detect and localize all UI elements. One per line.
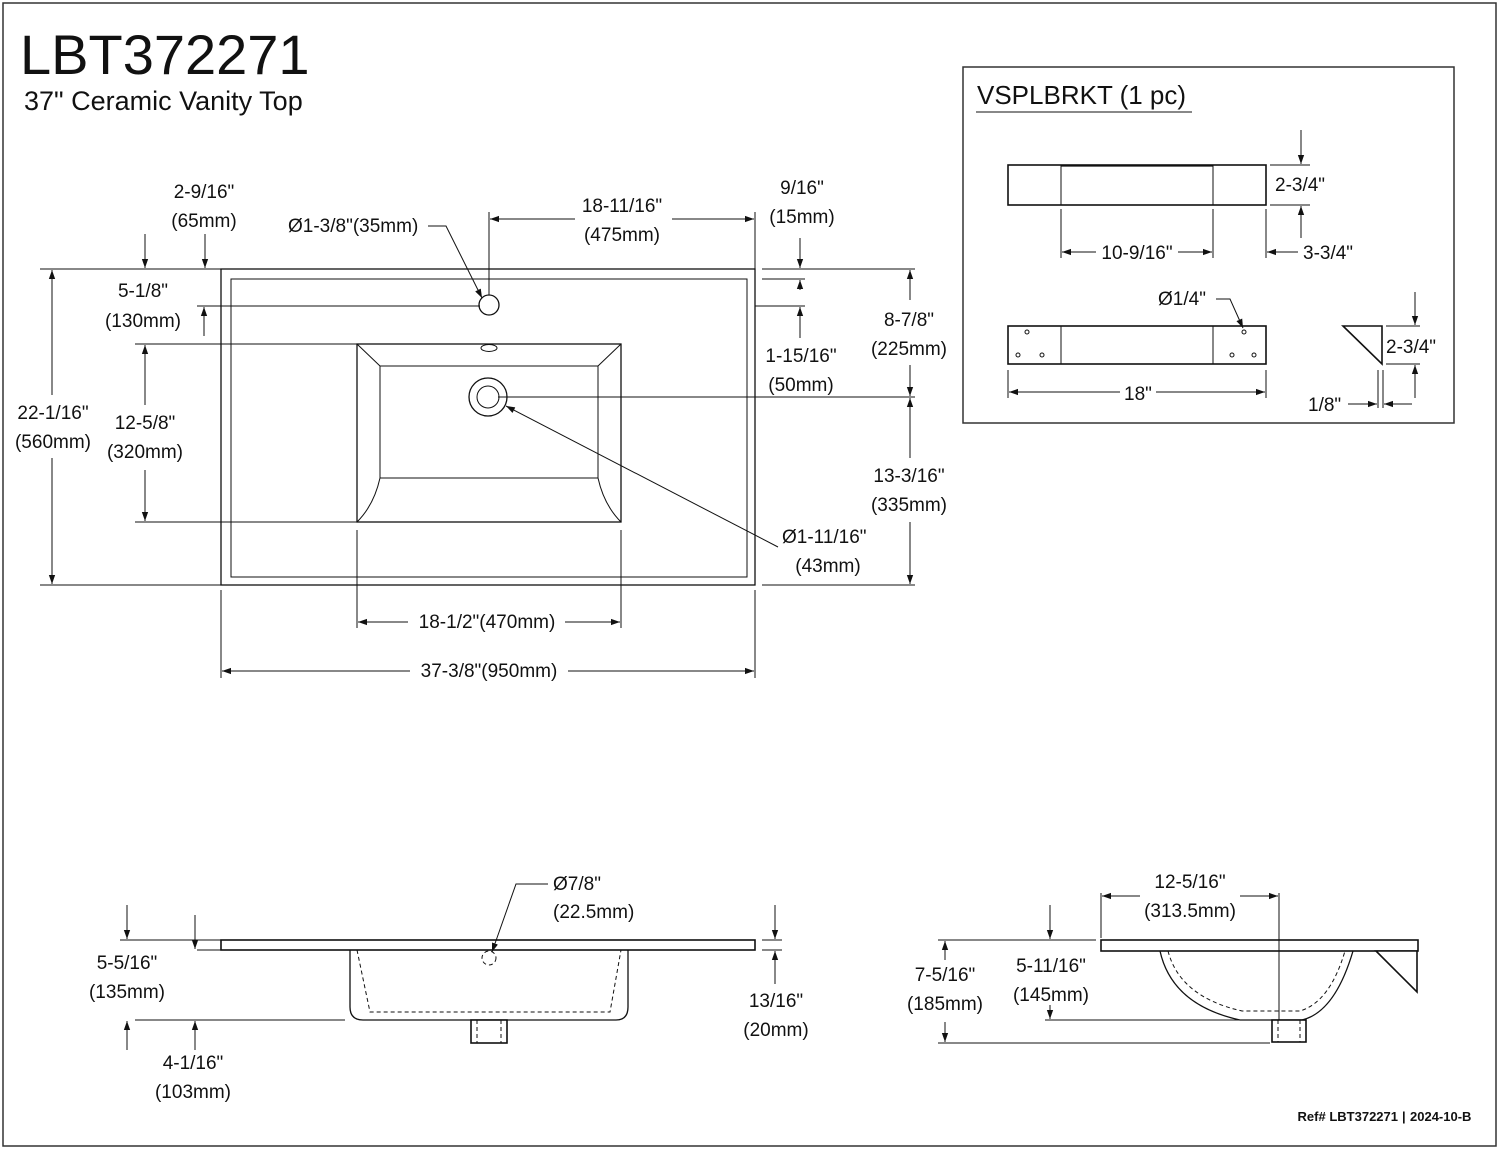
dim-back-mm: (130mm) bbox=[105, 311, 181, 332]
dim-total-width: 37-3/8"(950mm) bbox=[421, 661, 558, 682]
side-dim-total-in: 7-5/16" bbox=[915, 965, 976, 986]
dim-bowl-top-mm: (50mm) bbox=[768, 375, 833, 396]
footer-revision: 2024-10-B bbox=[1410, 1109, 1471, 1124]
dim-hole-to-edge-mm: (475mm) bbox=[584, 225, 660, 246]
bracket-dim-height-side: 2-3/4" bbox=[1386, 337, 1436, 358]
overflow-slot bbox=[480, 344, 498, 352]
side-view: 12-5/16" (313.5mm) 7-5/16" (185mm) 5-11/… bbox=[907, 872, 1419, 1044]
dim-offset-in: 2-9/16" bbox=[174, 182, 235, 203]
side-dim-bowl-in: 5-11/16" bbox=[1016, 956, 1086, 977]
bowl-floor bbox=[379, 365, 599, 479]
dim-rim-in: 9/16" bbox=[780, 178, 824, 199]
front-dim-under-mm: (103mm) bbox=[155, 1082, 231, 1103]
footer: Ref# LBT372271 | 2024-10-B bbox=[1298, 1109, 1472, 1124]
bowl-outline bbox=[356, 343, 622, 523]
footer-ref: Ref# LBT372271 bbox=[1298, 1109, 1398, 1124]
dim-drain-front-in: 13-3/16" bbox=[873, 466, 944, 487]
side-dim-bowl-mm: (145mm) bbox=[1013, 985, 1089, 1006]
product-subtitle: 37" Ceramic Vanity Top bbox=[24, 86, 303, 116]
dim-rim-mm: (15mm) bbox=[769, 207, 834, 228]
front-dim-overflow-in: Ø7/8" bbox=[553, 874, 601, 895]
dim-drain-in: Ø1-11/16" bbox=[782, 527, 867, 548]
dim-drain-front-mm: (335mm) bbox=[871, 495, 947, 516]
dim-bowl-top-in: 1-15/16" bbox=[765, 346, 836, 367]
dim-drain-back-mm: (225mm) bbox=[871, 339, 947, 360]
dim-bowl-width: 18-1/2"(470mm) bbox=[419, 612, 556, 633]
header: LBT372271 37" Ceramic Vanity Top bbox=[20, 23, 310, 116]
dim-faucet-hole: Ø1-3/8"(35mm) bbox=[288, 216, 418, 237]
dim-hole-to-edge-in: 18-11/16" bbox=[582, 196, 662, 217]
dim-offset-mm: (65mm) bbox=[171, 211, 236, 232]
front-dim-bowl-in: 5-5/16" bbox=[97, 953, 158, 974]
vanity-top-inner-edge bbox=[230, 278, 748, 578]
bracket-title: VSPLBRKT (1 pc) bbox=[977, 80, 1186, 110]
model-number: LBT372271 bbox=[20, 23, 310, 86]
bracket-dim-inner: 10-9/16" bbox=[1101, 243, 1172, 264]
bracket-dim-height-top: 2-3/4" bbox=[1275, 175, 1325, 196]
bracket-dim-end: 3-3/4" bbox=[1303, 243, 1353, 264]
bracket-dim-length: 18" bbox=[1124, 384, 1152, 405]
dim-drain-back-in: 8-7/8" bbox=[884, 310, 934, 331]
front-dim-slab-in: 13/16" bbox=[749, 991, 803, 1012]
dim-drain-mm: (43mm) bbox=[795, 556, 860, 577]
front-dim-bowl-mm: (135mm) bbox=[89, 982, 165, 1003]
dim-depth-in: 22-1/16" bbox=[17, 403, 88, 424]
footer-separator: | bbox=[1402, 1109, 1406, 1124]
bracket-dim-thickness: 1/8" bbox=[1308, 395, 1341, 416]
front-dim-overflow-mm: (22.5mm) bbox=[553, 902, 634, 923]
drain-hole-inner bbox=[476, 385, 500, 409]
side-dim-width-mm: (313.5mm) bbox=[1144, 901, 1236, 922]
dim-bowl-depth-in: 12-5/8" bbox=[115, 413, 176, 434]
front-view: Ø7/8" (22.5mm) 5-5/16" (135mm) 4-1/16" (… bbox=[89, 874, 809, 1103]
front-dim-slab-mm: (20mm) bbox=[743, 1020, 808, 1041]
dim-depth-mm: (560mm) bbox=[15, 432, 91, 453]
vanity-top-outline bbox=[220, 268, 756, 586]
bracket-frame bbox=[962, 66, 1455, 424]
dim-bowl-depth-mm: (320mm) bbox=[107, 442, 183, 463]
front-dim-under-in: 4-1/16" bbox=[163, 1053, 224, 1074]
top-view: 2-9/16" (65mm) Ø1-3/8"(35mm) 18-11/16" (… bbox=[15, 178, 947, 682]
bracket-dim-hole: Ø1/4" bbox=[1158, 289, 1206, 310]
dim-back-in: 5-1/8" bbox=[118, 281, 168, 302]
side-dim-total-mm: (185mm) bbox=[907, 994, 983, 1015]
side-dim-width-in: 12-5/16" bbox=[1154, 872, 1225, 893]
bracket-detail: VSPLBRKT (1 pc) 2-3/4" 10-9/16" 3-3/4" Ø… bbox=[962, 66, 1455, 424]
